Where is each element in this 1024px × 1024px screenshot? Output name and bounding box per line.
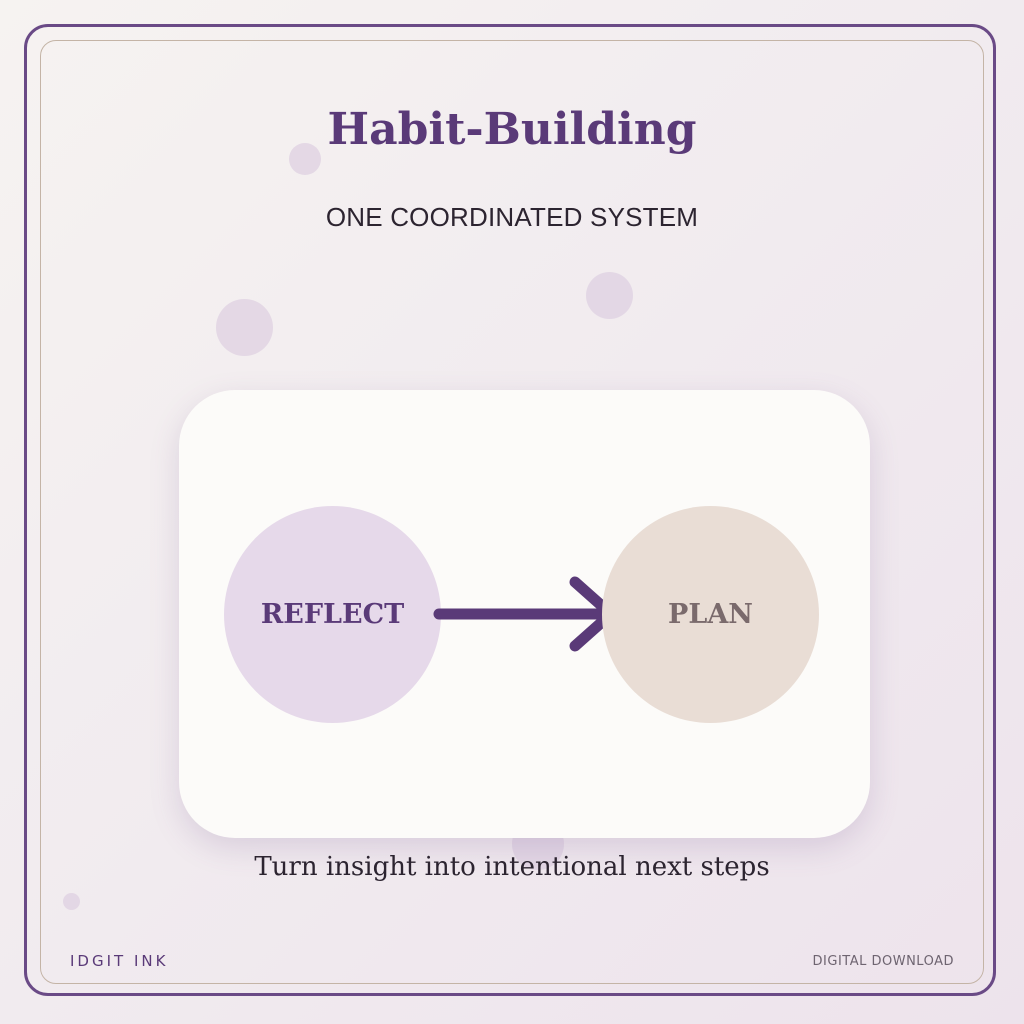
caption: Turn insight into intentional next steps <box>254 852 770 882</box>
arrow-right-icon <box>433 576 617 652</box>
download-tag: DIGITAL DOWNLOAD <box>812 954 954 969</box>
decorative-dot <box>63 893 80 910</box>
plan-label: PLAN <box>668 599 753 630</box>
page-title: Habit-Building <box>327 104 697 155</box>
inner-frame <box>40 40 984 984</box>
decorative-dot <box>289 143 321 175</box>
decorative-dot <box>586 272 633 319</box>
reflect-node: REFLECT <box>224 506 441 723</box>
plan-node: PLAN <box>602 506 819 723</box>
page-subtitle: ONE COORDINATED SYSTEM <box>325 202 699 232</box>
outer-frame <box>24 24 996 996</box>
flow-card: REFLECT PLAN <box>179 390 870 838</box>
reflect-label: REFLECT <box>260 599 405 630</box>
decorative-dot <box>216 299 273 356</box>
brand-name: IDGIT INK <box>70 952 169 970</box>
